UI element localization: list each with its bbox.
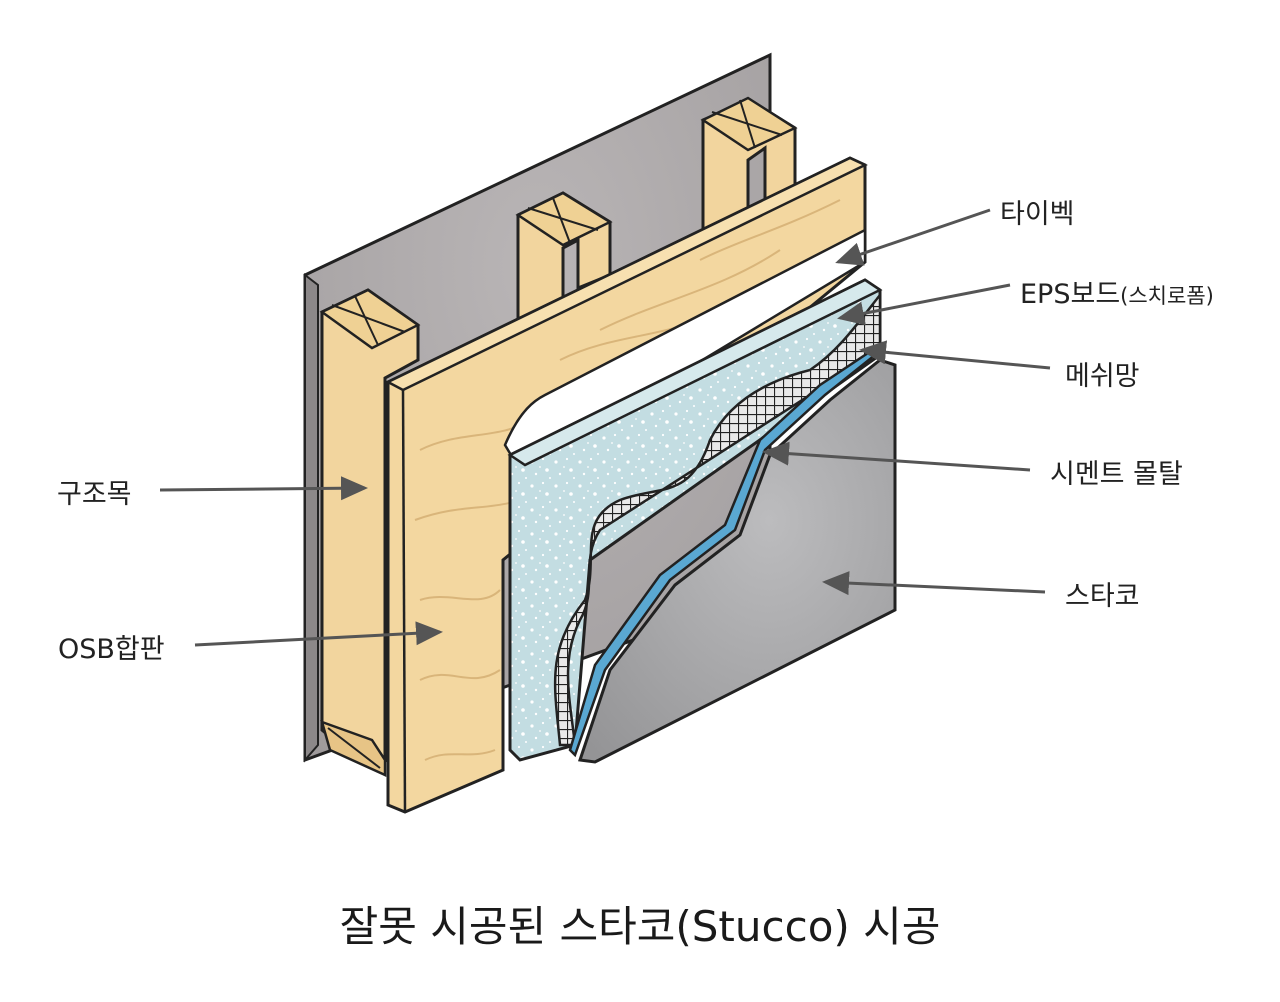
label-eps-main: EPS보드 (1020, 279, 1121, 310)
stud-front-left (319, 288, 421, 777)
arrow-tyvek (835, 208, 991, 266)
arrow-eps (837, 283, 1011, 326)
arrow-mesh (859, 340, 1051, 370)
label-osb: OSB합판 (58, 634, 165, 665)
label-stucco: 스타코 (1065, 581, 1140, 612)
arrow-stud (159, 476, 368, 501)
tyvek-layer (503, 227, 867, 472)
stucco-layer (578, 358, 897, 764)
diagram-caption: 잘못 시공된 스타코(Stucco) 시공 (339, 902, 941, 951)
label-stud: 구조목 (57, 479, 132, 510)
leader-arrows (159, 208, 1051, 647)
stud-back-right (700, 96, 798, 250)
label-eps: EPS보드(스치로폼) (1020, 272, 1214, 311)
mesh-layer (553, 291, 882, 747)
arrow-stucco (822, 571, 1046, 596)
label-eps-paren: (스치로폼) (1120, 284, 1214, 308)
arrow-osb (194, 621, 443, 647)
label-tyvek: 타이벡 (1000, 199, 1075, 230)
label-mesh: 메쉬망 (1065, 361, 1140, 392)
label-mortar: 시멘트 몰탈 (1050, 459, 1183, 490)
arrow-mortar (762, 441, 1031, 472)
